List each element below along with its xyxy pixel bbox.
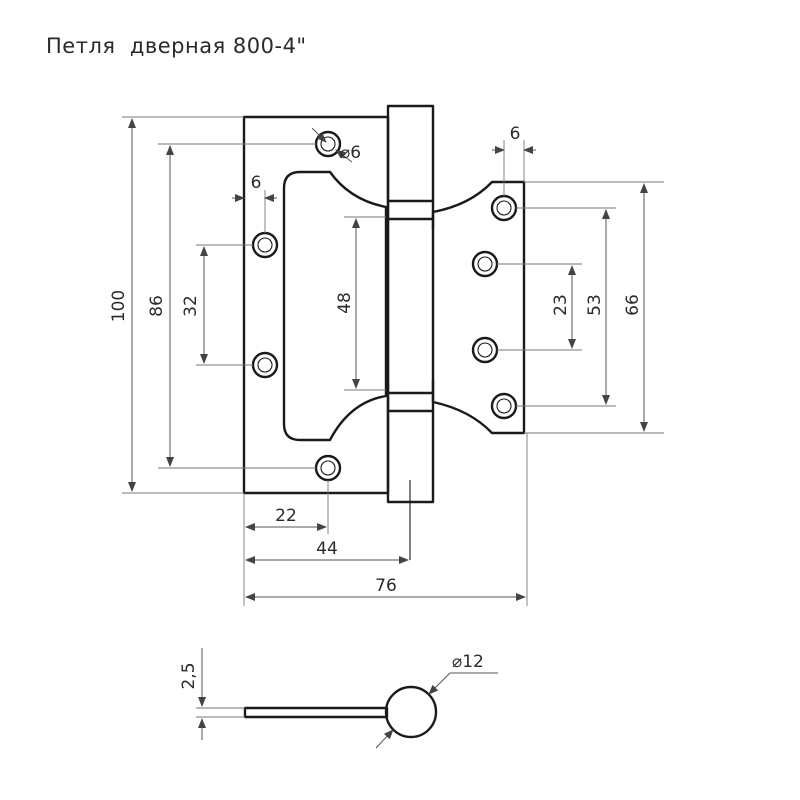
dim-label-6-left: 6 [251, 173, 262, 193]
dim-6-right: 6 [492, 124, 536, 196]
dim-86: 86 [147, 143, 316, 469]
knuckle [386, 104, 435, 560]
side-view [243, 685, 438, 739]
dim-diameter-12: ⌀12 [375, 652, 498, 749]
left-leaf-holes [251, 130, 342, 482]
drawing-title: Петля дверная 800-4" [46, 34, 307, 58]
dim-6-left: 6 [232, 173, 277, 233]
screw-hole [471, 336, 499, 364]
dim-label-diameter-6: ⌀6 [340, 143, 361, 163]
dim-48: 48 [335, 216, 386, 391]
dim-label-6-right: 6 [510, 124, 521, 144]
dim-32: 32 [181, 244, 253, 366]
screw-hole [314, 454, 342, 482]
dim-label-22: 22 [275, 506, 297, 526]
dim-100: 100 [109, 116, 244, 494]
dim-label-86: 86 [147, 295, 167, 317]
dim-22: 22 [243, 480, 329, 606]
right-leaf-holes [471, 194, 518, 420]
left-leaf [242, 115, 390, 495]
screw-hole [251, 351, 279, 379]
dim-44: 44 [245, 539, 409, 564]
dim-label-53: 53 [585, 294, 605, 316]
dim-23: 23 [497, 263, 582, 351]
screw-hole [490, 392, 518, 420]
dim-53: 53 [516, 207, 616, 407]
dim-label-44: 44 [316, 539, 338, 559]
dim-label-23: 23 [551, 294, 571, 316]
screw-hole [490, 194, 518, 222]
dim-label-100: 100 [109, 290, 129, 322]
dim-diameter-6: ⌀6 [311, 127, 361, 163]
dim-label-48: 48 [335, 292, 355, 314]
dim-66: 66 [524, 181, 664, 434]
dim-76: 76 [245, 433, 528, 606]
dim-label-32: 32 [181, 295, 201, 317]
dim-label-66: 66 [623, 294, 643, 316]
screw-hole [471, 250, 499, 278]
dim-label-2-5: 2,5 [179, 662, 199, 689]
dim-label-diameter-12: ⌀12 [452, 652, 484, 672]
screw-hole [251, 231, 279, 259]
dim-label-76: 76 [375, 576, 397, 596]
dim-2-5: 2,5 [179, 648, 245, 740]
